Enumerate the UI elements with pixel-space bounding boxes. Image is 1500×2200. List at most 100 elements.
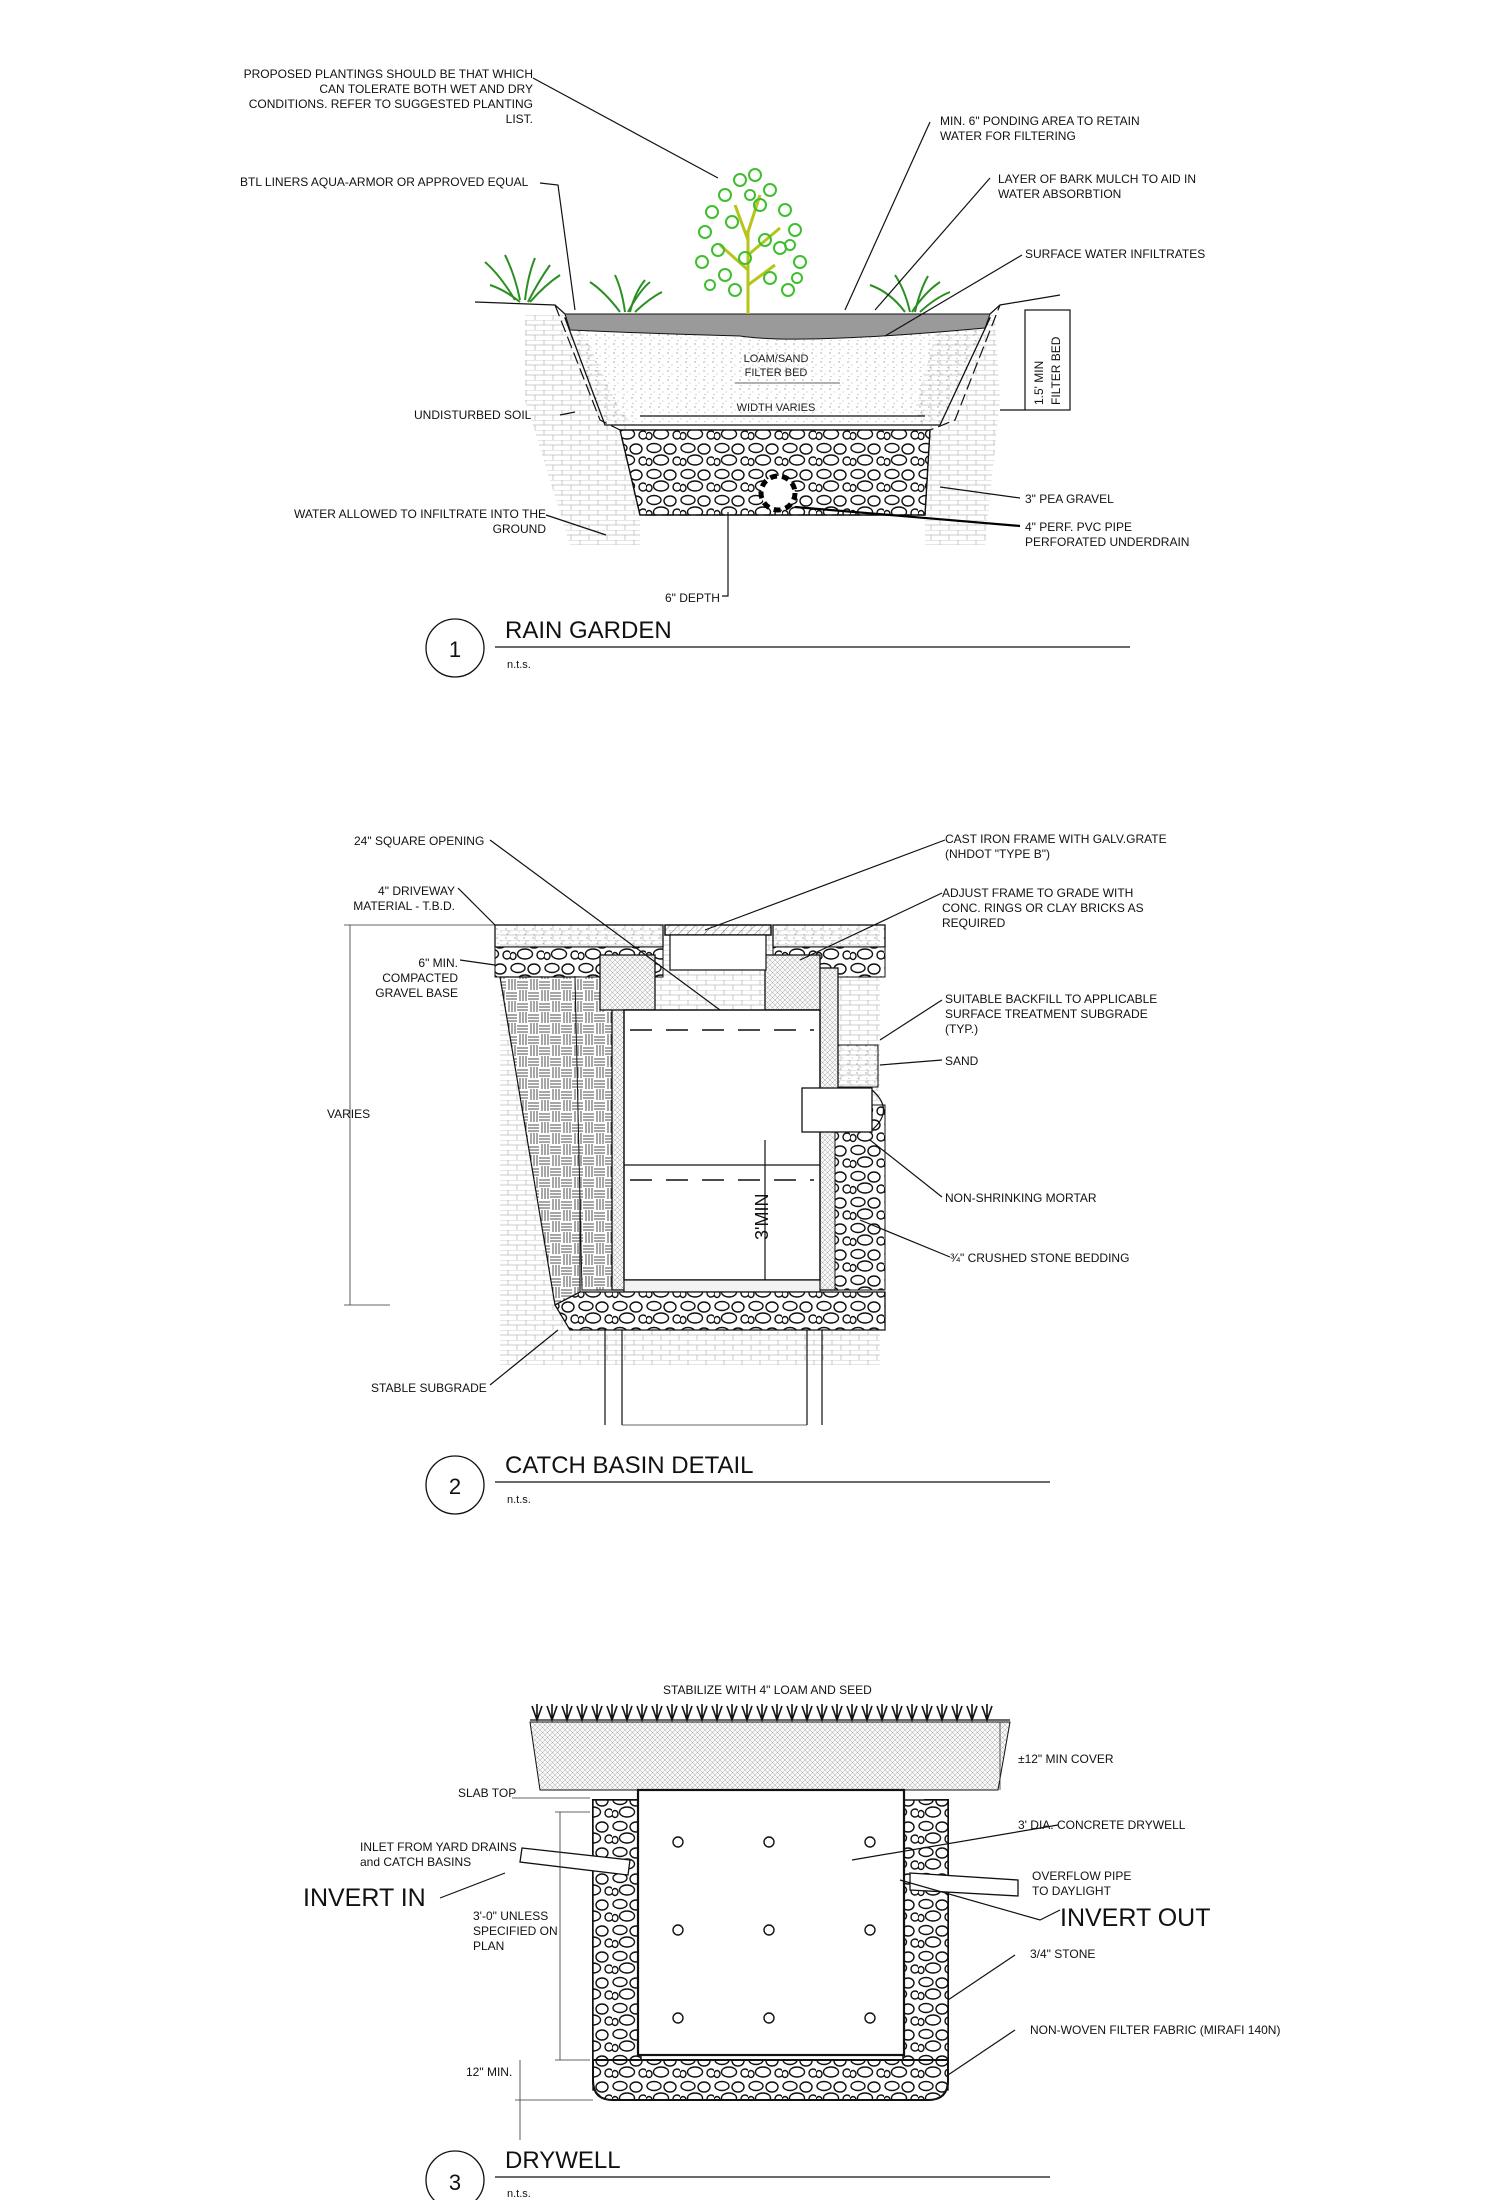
grass-right-icon [869, 274, 951, 313]
label-liners: BTL LINERS AQUA-ARMOR OR APPROVED EQUAL [240, 175, 529, 189]
soil-left [525, 315, 640, 545]
perforated-pvc-pipe [758, 473, 798, 513]
concrete-drywell [636, 1788, 906, 2057]
label-plantings-1: PROPOSED PLANTINGS SHOULD BE THAT WHICH [244, 67, 533, 81]
label-mulch-1: LAYER OF BARK MULCH TO AID IN [998, 172, 1196, 186]
grass-mid-icon [589, 274, 663, 313]
label-min-cover: ±12" MIN COVER [1018, 1752, 1114, 1766]
detail-3-title: DRYWELL [505, 2147, 621, 2174]
btl-liner [554, 304, 1001, 516]
label-crushed-stone: ¾" CRUSHED STONE BEDDING [950, 1251, 1129, 1265]
drywell-perforations [672, 1836, 876, 2024]
label-cast-iron-frame-2: (NHDOT "TYPE B") [945, 847, 1050, 861]
label-gravel-base-1: 6" MIN. [418, 956, 458, 970]
detail-3-number: 3 [449, 2170, 461, 2195]
label-ponding-2: WATER FOR FILTERING [940, 129, 1076, 143]
sand-layer [837, 1044, 879, 1088]
crushed-stone-right [834, 1104, 886, 1291]
riser-left [599, 954, 656, 1011]
label-undisturbed-soil: UNDISTURBED SOIL [414, 408, 532, 422]
label-plantings-3: CONDITIONS. REFER TO SUGGESTED PLANTING [249, 97, 533, 111]
label-stable-subgrade: STABLE SUBGRADE [371, 1381, 487, 1395]
label-varies: VARIES [327, 1107, 370, 1121]
label-driveway-1: 4" DRIVEWAY [378, 884, 455, 898]
label-cast-iron-frame-1: CAST IRON FRAME WITH GALV.GRATE [945, 832, 1167, 846]
label-sand: SAND [945, 1054, 979, 1068]
label-inlet-2: and CATCH BASINS [360, 1855, 471, 1869]
drywell-detail [425, 1704, 1061, 2200]
detail-2-marker [425, 1455, 485, 1515]
label-infiltrate-1: WATER ALLOWED TO INFILTRATE INTO THE [294, 507, 546, 521]
detail-1-number: 1 [449, 637, 461, 662]
outlet-pipe [801, 1087, 873, 1133]
label-concrete-drywell: 3' DIA. CONCRETE DRYWELL [1018, 1818, 1186, 1832]
label-gravel-base-2: COMPACTED [382, 971, 458, 985]
label-invert-in: INVERT IN [303, 1884, 426, 1912]
label-filter-bed-1: 1.5' MIN [1032, 361, 1046, 405]
label-driveway-2: MATERIAL - T.B.D. [353, 899, 455, 913]
label-backfill-2: SURFACE TREATMENT SUBGRADE [945, 1007, 1148, 1021]
label-adjust-frame-2: CONC. RINGS OR CLAY BRICKS AS [942, 901, 1144, 915]
detail-1-scale: n.t.s. [507, 659, 531, 671]
loam-cover [529, 1721, 1011, 1791]
stone-bedding [554, 1291, 886, 1331]
detail-1-title: RAIN GARDEN [505, 617, 672, 644]
rain-garden-detail [425, 77, 1130, 678]
label-pvc-pipe-2: PERFORATED UNDERDRAIN [1025, 535, 1189, 549]
label-filter-fabric: NON-WOVEN FILTER FABRIC (MIRAFI 140N) [1030, 2023, 1280, 2037]
catch-basin-detail [344, 839, 1050, 1515]
label-ponding-1: MIN. 6" PONDING AREA TO RETAIN [940, 114, 1140, 128]
label-loam-1: LOAM/SAND [744, 353, 809, 365]
label-unless-3: PLAN [473, 1939, 504, 1953]
filter-bed-dim-box [1024, 309, 1071, 411]
label-depth: 6" DEPTH [665, 591, 720, 605]
label-plantings-2: CAN TOLERATE BOTH WET AND DRY [319, 82, 533, 96]
label-square-opening: 24" SQUARE OPENING [354, 834, 484, 848]
label-slab-top: SLAB TOP [458, 1786, 516, 1800]
tree-icon [695, 168, 807, 314]
label-mulch-2: WATER ABSORBTION [998, 187, 1121, 201]
label-pea-gravel: 3" PEA GRAVEL [1025, 492, 1114, 506]
label-inlet-1: INLET FROM YARD DRAINS [360, 1840, 517, 1854]
label-surface-water: SURFACE WATER INFILTRATES [1025, 247, 1205, 261]
detail-2-scale: n.t.s. [507, 1494, 531, 1506]
detail-2-title: CATCH BASIN DETAIL [505, 1452, 753, 1479]
label-mortar: NON-SHRINKING MORTAR [945, 1191, 1097, 1205]
label-3-min: 3'MIN [752, 1194, 772, 1240]
cast-iron-grate [664, 924, 772, 936]
label-plantings-4: LIST. [506, 112, 533, 126]
label-backfill-3: (TYP.) [945, 1022, 978, 1036]
grass-left-icon [484, 254, 561, 303]
driveway-left [494, 924, 664, 948]
detail-2-number: 2 [449, 1474, 461, 1499]
label-width-varies: WIDTH VARIES [737, 402, 816, 414]
label-unless-1: 3'-0" UNLESS [473, 1909, 548, 1923]
label-unless-2: SPECIFIED ON [473, 1924, 558, 1938]
label-loam-2: FILTER BED [745, 367, 808, 379]
label-gravel-base-3: GRAVEL BASE [375, 986, 458, 1000]
label-filter-bed-2: FILTER BED [1049, 336, 1063, 405]
basin-interior [623, 1009, 821, 1281]
label-stabilize: STABILIZE WITH 4" LOAM AND SEED [663, 1683, 872, 1697]
bark-mulch-layer [564, 313, 991, 340]
seed-grass-icon [531, 1704, 993, 1723]
detail-3-scale: n.t.s. [507, 2188, 531, 2200]
detail-3-marker [425, 2150, 485, 2200]
label-backfill-1: SUITABLE BACKFILL TO APPLICABLE [945, 992, 1157, 1006]
label-overflow-1: OVERFLOW PIPE [1032, 1869, 1131, 1883]
riser-right [764, 954, 821, 1011]
brick-course-left [574, 976, 613, 1291]
label-overflow-2: TO DAYLIGHT [1032, 1884, 1112, 1898]
label-pvc-pipe-1: 4" PERF. PVC PIPE [1025, 520, 1132, 534]
label-12-min: 12" MIN. [466, 2065, 512, 2079]
label-infiltrate-2: GROUND [493, 522, 547, 536]
label-stone: 3/4" STONE [1030, 1947, 1095, 1961]
label-adjust-frame-1: ADJUST FRAME TO GRADE WITH [942, 886, 1133, 900]
label-invert-out: INVERT OUT [1060, 1904, 1211, 1932]
detail-1-marker [425, 618, 485, 678]
label-adjust-frame-3: REQUIRED [942, 916, 1006, 930]
inlet-pipe [519, 1847, 631, 1876]
grate-opening [669, 934, 767, 971]
